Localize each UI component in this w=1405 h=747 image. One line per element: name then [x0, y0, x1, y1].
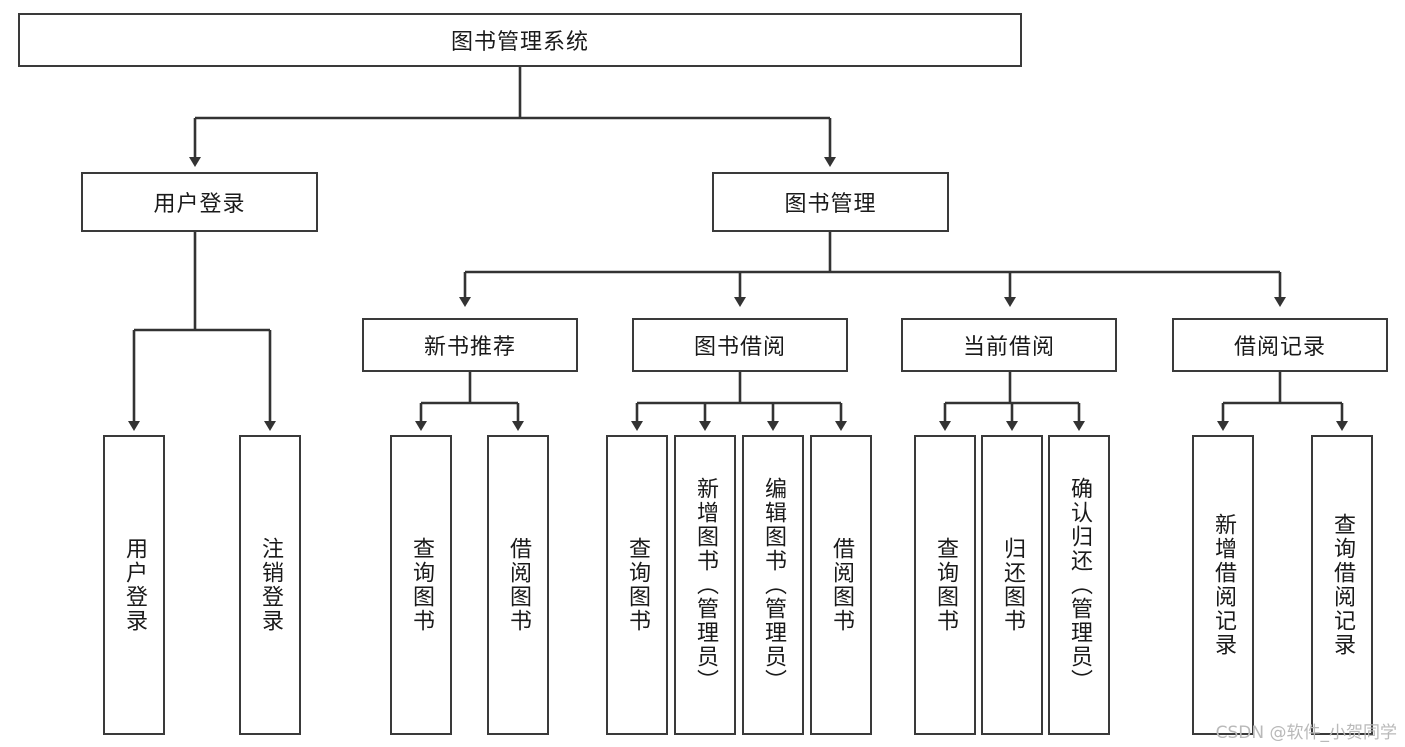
leaf-borrow-query-book[interactable]: 查询图书	[606, 435, 668, 735]
node-label: 查询图书	[408, 537, 434, 633]
node-book-management[interactable]: 图书管理	[712, 172, 949, 232]
leaf-borrow-add-book[interactable]: 新增图书（管理员）	[674, 435, 736, 735]
node-label: 借阅记录	[1233, 335, 1326, 360]
node-label: 注销登录	[257, 537, 283, 633]
leaf-record-add[interactable]: 新增借阅记录	[1192, 435, 1254, 735]
node-root-system[interactable]: 图书管理系统	[18, 13, 1022, 67]
node-label: 用户登录	[121, 537, 147, 633]
watermark-text: CSDN @软件_小贺同学	[1215, 723, 1397, 743]
node-label: 确认归还（管理员）	[1066, 477, 1092, 693]
node-current-borrow[interactable]: 当前借阅	[901, 318, 1117, 372]
leaf-user-login[interactable]: 用户登录	[103, 435, 165, 735]
node-label: 图书管理	[784, 192, 877, 217]
node-user-login[interactable]: 用户登录	[81, 172, 318, 232]
node-label: 新增借阅记录	[1210, 513, 1236, 657]
leaf-current-query-book[interactable]: 查询图书	[914, 435, 976, 735]
leaf-borrow-edit-book[interactable]: 编辑图书（管理员）	[742, 435, 804, 735]
node-label: 查询借阅记录	[1329, 513, 1355, 657]
node-label: 图书管理系统	[450, 30, 589, 55]
node-label: 归还图书	[999, 537, 1025, 633]
node-label: 查询图书	[932, 537, 958, 633]
node-label: 编辑图书（管理员）	[760, 477, 786, 693]
node-new-book-recommend[interactable]: 新书推荐	[362, 318, 578, 372]
leaf-borrow-borrow-book[interactable]: 借阅图书	[810, 435, 872, 735]
leaf-user-logout[interactable]: 注销登录	[239, 435, 301, 735]
leaf-new-book-query[interactable]: 查询图书	[390, 435, 452, 735]
node-label: 新书推荐	[423, 335, 516, 360]
node-label: 图书借阅	[693, 335, 786, 360]
leaf-current-confirm-return[interactable]: 确认归还（管理员）	[1048, 435, 1110, 735]
node-book-borrow[interactable]: 图书借阅	[632, 318, 848, 372]
node-label: 查询图书	[624, 537, 650, 633]
leaf-new-book-borrow[interactable]: 借阅图书	[487, 435, 549, 735]
node-label: 用户登录	[153, 192, 246, 217]
leaf-record-query[interactable]: 查询借阅记录	[1311, 435, 1373, 735]
node-borrow-record[interactable]: 借阅记录	[1172, 318, 1388, 372]
node-label: 新增图书（管理员）	[692, 477, 718, 693]
node-label: 当前借阅	[962, 335, 1055, 360]
node-label: 借阅图书	[828, 537, 854, 633]
node-label: 借阅图书	[505, 537, 531, 633]
leaf-current-return-book[interactable]: 归还图书	[981, 435, 1043, 735]
